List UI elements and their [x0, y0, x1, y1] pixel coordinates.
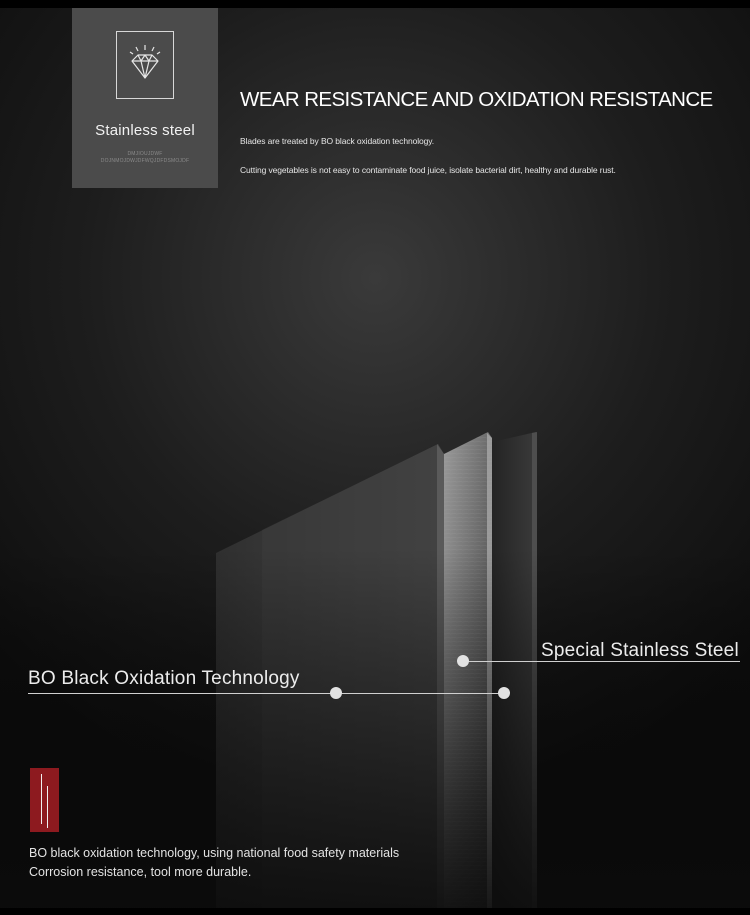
special-steel-leader-line [462, 661, 740, 662]
accent-bar [30, 768, 59, 832]
badge-subtext-2: DOJNMOJDWJDFWQJDFDSMOJDF [100, 158, 190, 164]
footer-line-2: Corrosion resistance, tool more durable. [29, 865, 252, 879]
special-steel-label: Special Stainless Steel [541, 640, 739, 661]
bo-oxidation-label: BO Black Oxidation Technology [28, 668, 300, 689]
accent-line-1 [41, 774, 42, 824]
bo-oxidation-marker-back [498, 687, 510, 699]
material-badge: Stainless steel DMJIOUJDWF DOJNMOJDWJDFW… [72, 8, 218, 188]
footer-line-1: BO black oxidation technology, using nat… [29, 846, 400, 860]
description-line-1: Blades are treated by BO black oxidation… [240, 136, 435, 146]
diamond-icon [129, 45, 161, 79]
bo-oxidation-marker-front [330, 687, 342, 699]
badge-icon-frame [116, 31, 174, 99]
badge-title: Stainless steel [95, 122, 195, 139]
badge-subtext-1: DMJIOUJDWF [127, 151, 163, 157]
section-heading: WEAR RESISTANCE AND OXIDATION RESISTANCE [240, 88, 713, 111]
special-steel-marker [457, 655, 469, 667]
hero-stage: Stainless steel DMJIOUJDWF DOJNMOJDWJDFW… [0, 8, 750, 908]
bo-oxidation-leader-line [28, 693, 508, 694]
accent-line-2 [47, 786, 48, 828]
description-line-2: Cutting vegetables is not easy to contam… [240, 165, 616, 175]
